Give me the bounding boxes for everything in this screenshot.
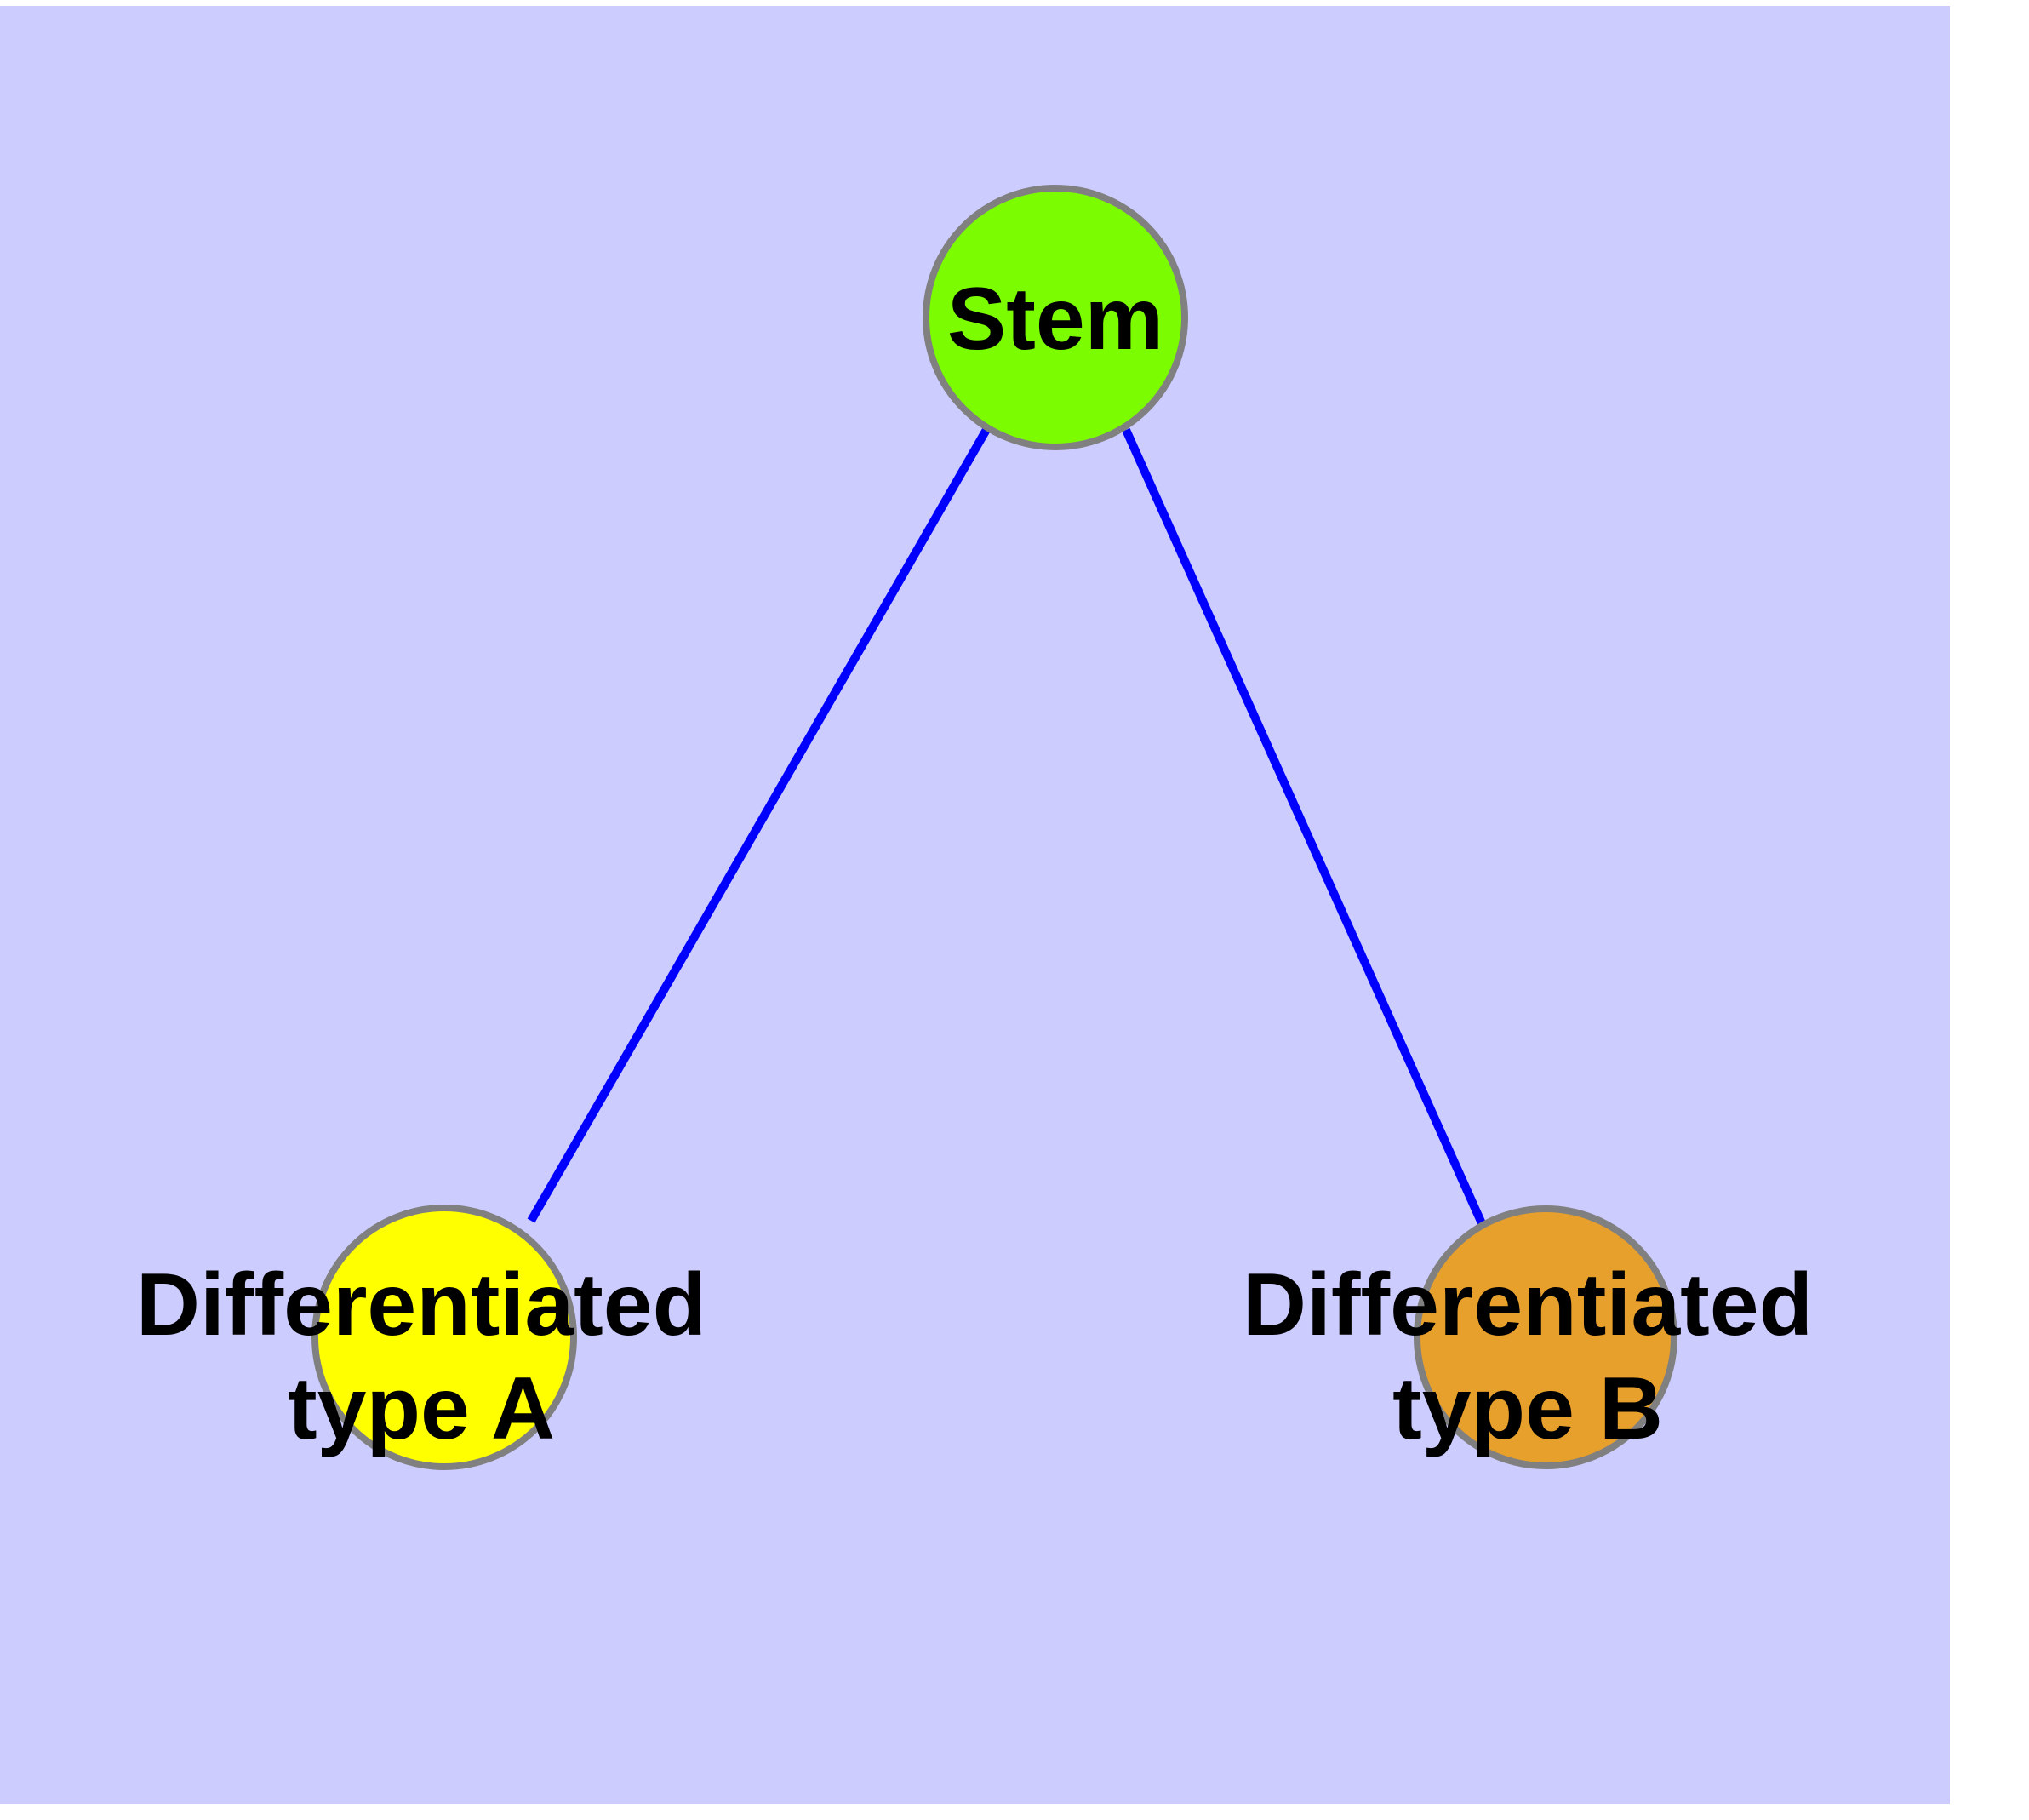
node-diff-type-a[interactable] (311, 1205, 577, 1470)
node-layer (311, 185, 1677, 1470)
node-diff-type-b[interactable] (1414, 1205, 1677, 1469)
node-diff-type-b-label-line2: type B (1392, 1359, 1663, 1458)
node-diff-type-a-label-line2: type A (288, 1359, 555, 1458)
edge-layer (527, 426, 1486, 1226)
edge-stem-to-type-a (527, 426, 992, 1223)
node-diff-type-b-label-line1: Differentiated (1243, 1256, 1813, 1354)
node-stem[interactable] (923, 185, 1188, 450)
node-diff-type-a-label-line1: Differentiated (136, 1256, 706, 1354)
label-layer: Stem Differentiated type A Differentiate… (136, 270, 1813, 1458)
edge-stem-to-type-b (1122, 427, 1486, 1226)
node-stem-label-line1: Stem (947, 270, 1163, 369)
